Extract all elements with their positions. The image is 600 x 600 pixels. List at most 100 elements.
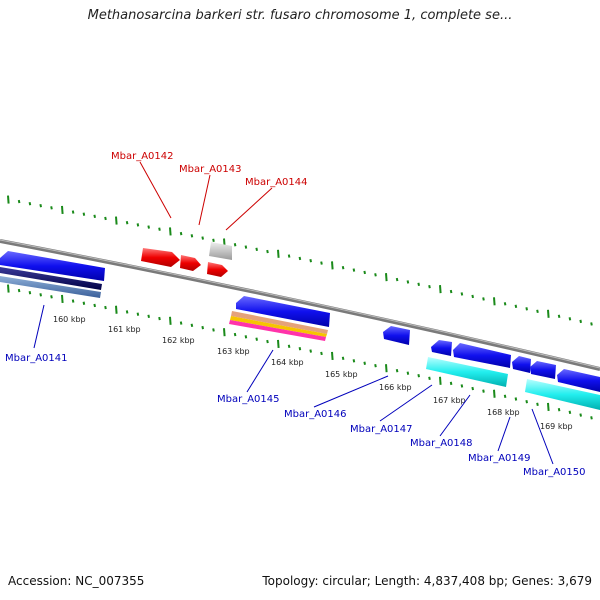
minor-tick xyxy=(406,371,410,375)
minor-tick xyxy=(104,216,107,221)
minor-tick xyxy=(417,374,420,378)
minor-tick xyxy=(374,273,377,277)
minor-tick xyxy=(503,394,507,399)
minor-tick xyxy=(179,321,183,325)
minor-tick xyxy=(104,305,107,310)
minor-tick xyxy=(471,294,474,299)
major-tick xyxy=(331,351,334,360)
major-tick xyxy=(277,249,280,258)
gene-Mbar_A0144[interactable] xyxy=(207,262,228,277)
minor-tick xyxy=(17,288,21,293)
label-Mbar_A0146[interactable]: Mbar_A0146 xyxy=(284,409,347,420)
major-tick xyxy=(115,305,118,314)
gene-Mbar_A0145[interactable] xyxy=(229,296,330,341)
minor-tick xyxy=(125,221,129,225)
label-Mbar_A0141[interactable]: Mbar_A0141 xyxy=(5,353,68,364)
gene-Mbar_A0144-gray[interactable] xyxy=(209,242,232,260)
tick-label-168: 168 kbp xyxy=(487,408,520,417)
minor-tick xyxy=(82,301,86,305)
minor-tick xyxy=(536,402,539,406)
major-tick xyxy=(223,328,226,337)
gene-Mbar_A0148[interactable] xyxy=(426,343,511,387)
minor-tick xyxy=(17,199,21,204)
gene-Mbar_A0147[interactable] xyxy=(431,340,452,356)
minor-tick xyxy=(50,206,53,210)
minor-tick xyxy=(374,364,377,368)
major-tick xyxy=(169,227,172,236)
gene-Mbar_A0146[interactable] xyxy=(383,326,410,345)
tick-label-165: 165 kbp xyxy=(325,370,358,379)
minor-tick xyxy=(147,314,150,319)
minor-tick xyxy=(449,289,453,294)
major-tick xyxy=(493,297,496,306)
minor-tick xyxy=(363,270,366,275)
major-tick xyxy=(547,309,550,318)
gene-Mbar_A0143[interactable] xyxy=(180,255,201,271)
minor-tick xyxy=(536,309,539,313)
label-Mbar_A0144[interactable]: Mbar_A0144 xyxy=(245,177,308,188)
minor-tick xyxy=(82,212,86,216)
minor-tick xyxy=(406,280,410,284)
major-tick xyxy=(7,284,10,293)
minor-tick xyxy=(190,234,194,238)
tick-label-161: 161 kbp xyxy=(108,325,141,334)
minor-tick xyxy=(244,245,248,249)
minor-tick xyxy=(201,236,204,240)
major-tick xyxy=(61,205,64,215)
gene-Mbar_A0141[interactable] xyxy=(0,251,105,298)
label-Mbar_A0143[interactable]: Mbar_A0143 xyxy=(179,164,242,175)
minor-tick xyxy=(309,349,312,353)
minor-tick xyxy=(179,231,183,236)
minor-tick xyxy=(395,277,399,282)
minor-tick xyxy=(395,369,399,373)
major-tick xyxy=(385,364,388,373)
tick-label-164: 164 kbp xyxy=(271,358,304,367)
minor-tick xyxy=(352,359,356,363)
major-tick xyxy=(115,216,118,225)
accession-text: Accession: NC_007355 xyxy=(8,574,145,588)
label-Mbar_A0142[interactable]: Mbar_A0142 xyxy=(111,151,174,162)
tick-label-166: 166 kbp xyxy=(379,383,412,392)
label-Mbar_A0147[interactable]: Mbar_A0147 xyxy=(350,424,413,435)
minor-tick xyxy=(125,310,129,314)
label-Mbar_A0149[interactable]: Mbar_A0149 xyxy=(468,453,531,464)
minor-tick xyxy=(352,268,356,272)
gene-Mbar_A0149[interactable] xyxy=(512,356,556,379)
minor-tick xyxy=(460,384,464,388)
tick-label-169: 169 kbp xyxy=(540,422,573,431)
label-Mbar_A0148[interactable]: Mbar_A0148 xyxy=(410,438,473,449)
major-tick xyxy=(331,261,334,270)
minor-tick xyxy=(255,337,258,341)
major-tick xyxy=(7,195,10,204)
major-tick xyxy=(493,389,496,398)
major-tick xyxy=(385,273,388,282)
chromosome-backbone xyxy=(0,239,600,371)
minor-tick xyxy=(287,254,291,258)
minor-tick xyxy=(233,243,237,247)
minor-tick xyxy=(590,322,593,326)
major-tick xyxy=(61,294,64,304)
minor-tick xyxy=(287,344,291,348)
minor-tick xyxy=(568,317,572,321)
minor-tick xyxy=(93,303,96,308)
minor-tick xyxy=(514,397,518,401)
outer-tick-ring xyxy=(7,195,593,326)
minor-tick xyxy=(428,376,431,380)
minor-tick xyxy=(428,285,431,289)
gene-Mbar_A0142[interactable] xyxy=(141,248,180,267)
minor-tick xyxy=(201,325,204,330)
label-Mbar_A0150[interactable]: Mbar_A0150 xyxy=(523,467,586,478)
minor-tick xyxy=(482,389,485,393)
minor-tick xyxy=(298,346,302,351)
gene-Mbar_A0150[interactable] xyxy=(525,369,600,410)
map-title: Methanosarcina barkeri str. fusaro chrom… xyxy=(87,8,513,23)
minor-tick xyxy=(71,299,75,303)
minor-tick xyxy=(136,312,140,316)
minor-tick xyxy=(158,316,161,321)
tick-label-160: 160 kbp xyxy=(53,315,86,324)
minor-tick xyxy=(266,339,269,344)
minor-tick xyxy=(579,413,582,417)
label-Mbar_A0145[interactable]: Mbar_A0145 xyxy=(217,394,280,405)
minor-tick xyxy=(417,282,420,286)
